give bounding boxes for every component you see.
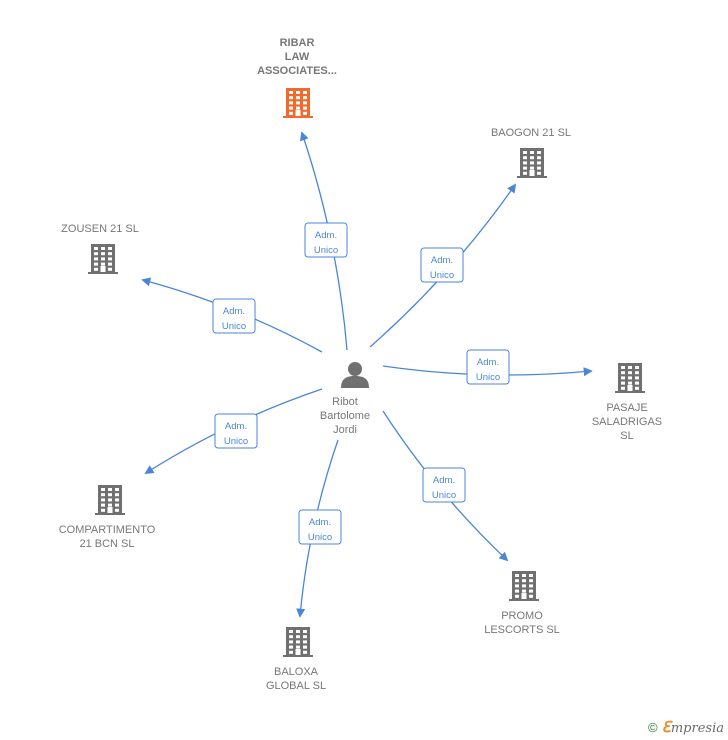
building-icon-promo[interactable] [509,571,539,601]
relation-label-zousen[interactable]: Adm. Unico [212,298,256,334]
company-label-baogon[interactable]: BAOGON 21 SL [490,127,572,139]
relation-label-ribar[interactable]: Adm. Unico [304,222,348,258]
svg-text:Adm.: Adm. [225,421,247,432]
brand-logo-text: mpresia [670,721,724,736]
svg-text:Unico: Unico [314,245,338,256]
relation-label-promo[interactable]: Adm. Unico [422,467,466,503]
svg-text:Adm.: Adm. [223,306,245,317]
relation-label-baloxa[interactable]: Adm. Unico [298,509,342,545]
company-label-baloxa[interactable]: BALOXA GLOBAL SL [265,666,327,692]
company-label-pasaje[interactable]: PASAJE SALADRIGAS SL [591,402,663,442]
relation-label-baogon[interactable]: Adm. Unico [420,247,464,283]
svg-text:Adm.: Adm. [431,255,453,266]
svg-text:Unico: Unico [432,490,456,501]
building-icon-baogon[interactable] [517,148,547,178]
svg-text:Adm.: Adm. [477,357,499,368]
relation-label-compartimento[interactable]: Adm. Unico [214,413,258,449]
svg-text:Unico: Unico [430,270,454,281]
svg-text:Unico: Unico [476,372,500,383]
company-label-zousen[interactable]: ZOUSEN 21 SL [61,223,139,235]
company-label-promo[interactable]: PROMO LESCORTS SL [484,610,560,636]
building-icon-pasaje[interactable] [615,363,645,393]
svg-text:Unico: Unico [308,532,332,543]
svg-text:Unico: Unico [224,436,248,447]
building-icon-zousen[interactable] [88,244,118,274]
company-label-compartimento[interactable]: COMPARTIMENTO 21 BCN SL [58,524,156,550]
svg-text:Unico: Unico [222,321,246,332]
building-icon-compartimento[interactable] [95,485,125,515]
company-label-ribar[interactable]: RIBAR LAW ASSOCIATES... [257,37,337,77]
brand-logo-letter: ℇ [661,718,671,736]
svg-text:Adm.: Adm. [309,517,331,528]
relation-label-pasaje[interactable]: Adm. Unico [466,349,510,385]
footer-brand: © ℇmpresia [648,718,724,736]
svg-text:Adm.: Adm. [433,475,455,486]
building-icon-ribar[interactable] [283,88,313,118]
person-icon[interactable] [341,362,369,388]
copyright-icon: © [648,719,658,735]
svg-text:Adm.: Adm. [315,230,337,241]
person-name-label[interactable]: Ribot Bartolome Jordi [319,396,371,436]
building-icon-baloxa[interactable] [283,627,313,657]
